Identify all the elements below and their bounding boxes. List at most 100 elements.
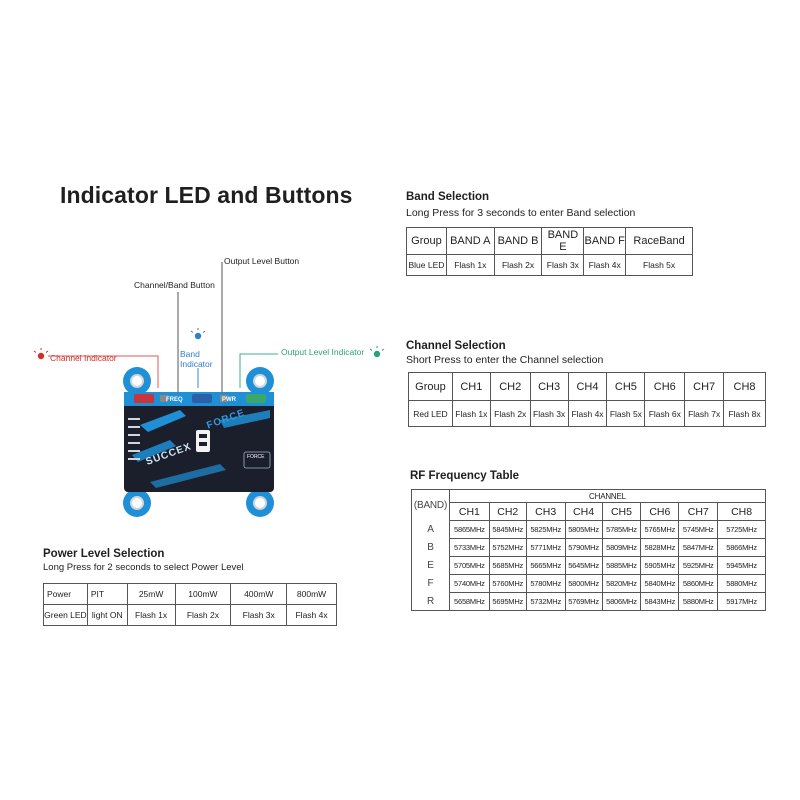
table-cell: 5665MHz xyxy=(525,556,566,575)
table-cell: CH7 xyxy=(684,372,725,401)
table-cell: Flash 6x xyxy=(644,400,686,427)
output-indicator-label: Output Level Indicator xyxy=(281,347,365,357)
band-column-header: (BAND) xyxy=(411,489,450,521)
table-cell: 5732MHz xyxy=(525,592,566,611)
table-cell: CH5 xyxy=(606,372,646,401)
table-cell: 5885MHz xyxy=(601,556,642,575)
channel-selection-table: Group CH1 CH2 CH3 CH4 CH5 CH6 CH7 CH8 Re… xyxy=(408,372,766,427)
table-cell: RaceBand xyxy=(625,227,693,255)
table-cell: Green LED xyxy=(43,604,88,626)
table-cell: Flash 3x xyxy=(541,254,585,276)
table-cell: 5769MHz xyxy=(564,592,603,611)
table-cell: 5658MHz xyxy=(448,592,490,611)
table-cell: CH1 xyxy=(448,502,490,521)
table-cell: 5843MHz xyxy=(640,592,680,611)
channel-header: CHANNEL xyxy=(448,489,767,503)
table-cell: 5840MHz xyxy=(640,574,680,593)
model-badge: FORCE xyxy=(247,454,265,460)
table-row: Group CH1 CH2 CH3 CH4 CH5 CH6 CH7 CH8 xyxy=(408,372,766,401)
table-cell: Flash 1x xyxy=(445,254,495,276)
table-cell: Flash 3x xyxy=(529,400,569,427)
table-cell: 5771MHz xyxy=(525,538,566,557)
band-indicator-label: Band Indicator xyxy=(180,349,213,369)
table-cell: 5825MHz xyxy=(525,520,566,539)
table-cell: 5740MHz xyxy=(448,574,490,593)
table-cell: Flash 7x xyxy=(684,400,725,427)
power-selection-title: Power Level Selection xyxy=(43,548,165,560)
table-cell: 5760MHz xyxy=(488,574,527,593)
table-cell: CH3 xyxy=(529,372,569,401)
table-row: E 5705MHz 5685MHz 5665MHz 5645MHz 5885MH… xyxy=(411,556,766,575)
table-row: F 5740MHz 5760MHz 5780MHz 5800MHz 5820MH… xyxy=(411,574,766,593)
table-cell: BAND A xyxy=(445,227,495,255)
band-selection-title: Band Selection xyxy=(406,191,490,203)
table-cell: 5705MHz xyxy=(448,556,490,575)
table-cell: 5820MHz xyxy=(601,574,642,593)
table-cell: Flash 2x xyxy=(489,400,531,427)
table-row: R 5658MHz 5695MHz 5732MHz 5769MHz 5806MH… xyxy=(411,592,766,611)
table-cell: BAND B xyxy=(493,227,543,255)
output-level-button-label: Output Level Button xyxy=(224,256,300,266)
table-cell: Flash 5x xyxy=(606,400,646,427)
table-cell: CH8 xyxy=(723,372,766,401)
table-cell: CH2 xyxy=(489,372,531,401)
band-cell: E xyxy=(411,556,450,575)
table-cell: 5866MHz xyxy=(717,538,766,557)
table-row: Red LED Flash 1x Flash 2x Flash 3x Flash… xyxy=(408,400,766,427)
table-row: Group BAND A BAND B BAND E BAND F RaceBa… xyxy=(406,227,693,255)
table-cell: Flash 5x xyxy=(625,254,693,276)
table-cell: 100mW xyxy=(174,583,232,605)
table-cell: 5880MHz xyxy=(678,592,719,611)
table-cell: 5860MHz xyxy=(678,574,719,593)
freq-label: FREQ xyxy=(166,397,183,403)
rf-table-title: RF Frequency Table xyxy=(410,470,520,482)
table-cell: 5880MHz xyxy=(717,574,766,593)
table-cell: 5765MHz xyxy=(640,520,680,539)
band-selection-table: Group BAND A BAND B BAND E BAND F RaceBa… xyxy=(406,227,693,276)
band-cell: F xyxy=(411,574,450,593)
table-cell: 5925MHz xyxy=(678,556,719,575)
table-cell: CH5 xyxy=(601,502,642,521)
band-selection-subtitle: Long Press for 3 seconds to enter Band s… xyxy=(406,207,636,219)
table-cell: Flash 8x xyxy=(723,400,766,427)
table-cell: 5845MHz xyxy=(488,520,527,539)
table-cell: 5780MHz xyxy=(525,574,566,593)
page-title: Indicator LED and Buttons xyxy=(60,182,353,208)
device-illustration xyxy=(20,250,400,530)
table-cell: 400mW xyxy=(230,583,288,605)
table-cell: 5695MHz xyxy=(488,592,527,611)
power-selection-subtitle: Long Press for 2 seconds to select Power… xyxy=(43,562,244,573)
table-cell: CH8 xyxy=(717,502,766,521)
table-cell: Group xyxy=(406,227,447,255)
table-cell: CH3 xyxy=(525,502,566,521)
table-cell: Flash 4x xyxy=(286,604,337,626)
band-cell: A xyxy=(411,520,450,539)
table-cell: BAND F xyxy=(583,227,627,255)
table-cell: Flash 4x xyxy=(583,254,627,276)
table-cell: Flash 1x xyxy=(451,400,491,427)
table-cell: Group xyxy=(408,372,453,401)
table-cell: 5905MHz xyxy=(640,556,680,575)
band-cell: B xyxy=(411,538,450,557)
table-row: Green LED light ON Flash 1x Flash 2x Fla… xyxy=(43,604,337,626)
table-cell: 5725MHz xyxy=(717,520,766,539)
table-cell: 5790MHz xyxy=(564,538,603,557)
channel-band-button-label: Channel/Band Button xyxy=(134,280,215,290)
table-cell: 5745MHz xyxy=(678,520,719,539)
table-row: CH1 CH2 CH3 CH4 CH5 CH6 CH7 CH8 xyxy=(412,502,766,521)
table-cell: 5805MHz xyxy=(564,520,603,539)
table-cell: BAND E xyxy=(541,227,585,255)
table-cell: 5685MHz xyxy=(488,556,527,575)
table-cell: Red LED xyxy=(408,400,453,427)
table-cell: Flash 2x xyxy=(174,604,232,626)
table-cell: CH6 xyxy=(640,502,680,521)
table-cell: CH4 xyxy=(564,502,603,521)
table-cell: 5785MHz xyxy=(601,520,642,539)
device-diagram xyxy=(33,262,385,517)
table-cell: 5806MHz xyxy=(601,592,642,611)
table-cell: CH7 xyxy=(678,502,719,521)
table-cell: 5733MHz xyxy=(448,538,490,557)
table-cell: 5800MHz xyxy=(564,574,603,593)
table-cell: 5752MHz xyxy=(488,538,527,557)
channel-indicator-label: Channel Indicator xyxy=(50,353,117,363)
